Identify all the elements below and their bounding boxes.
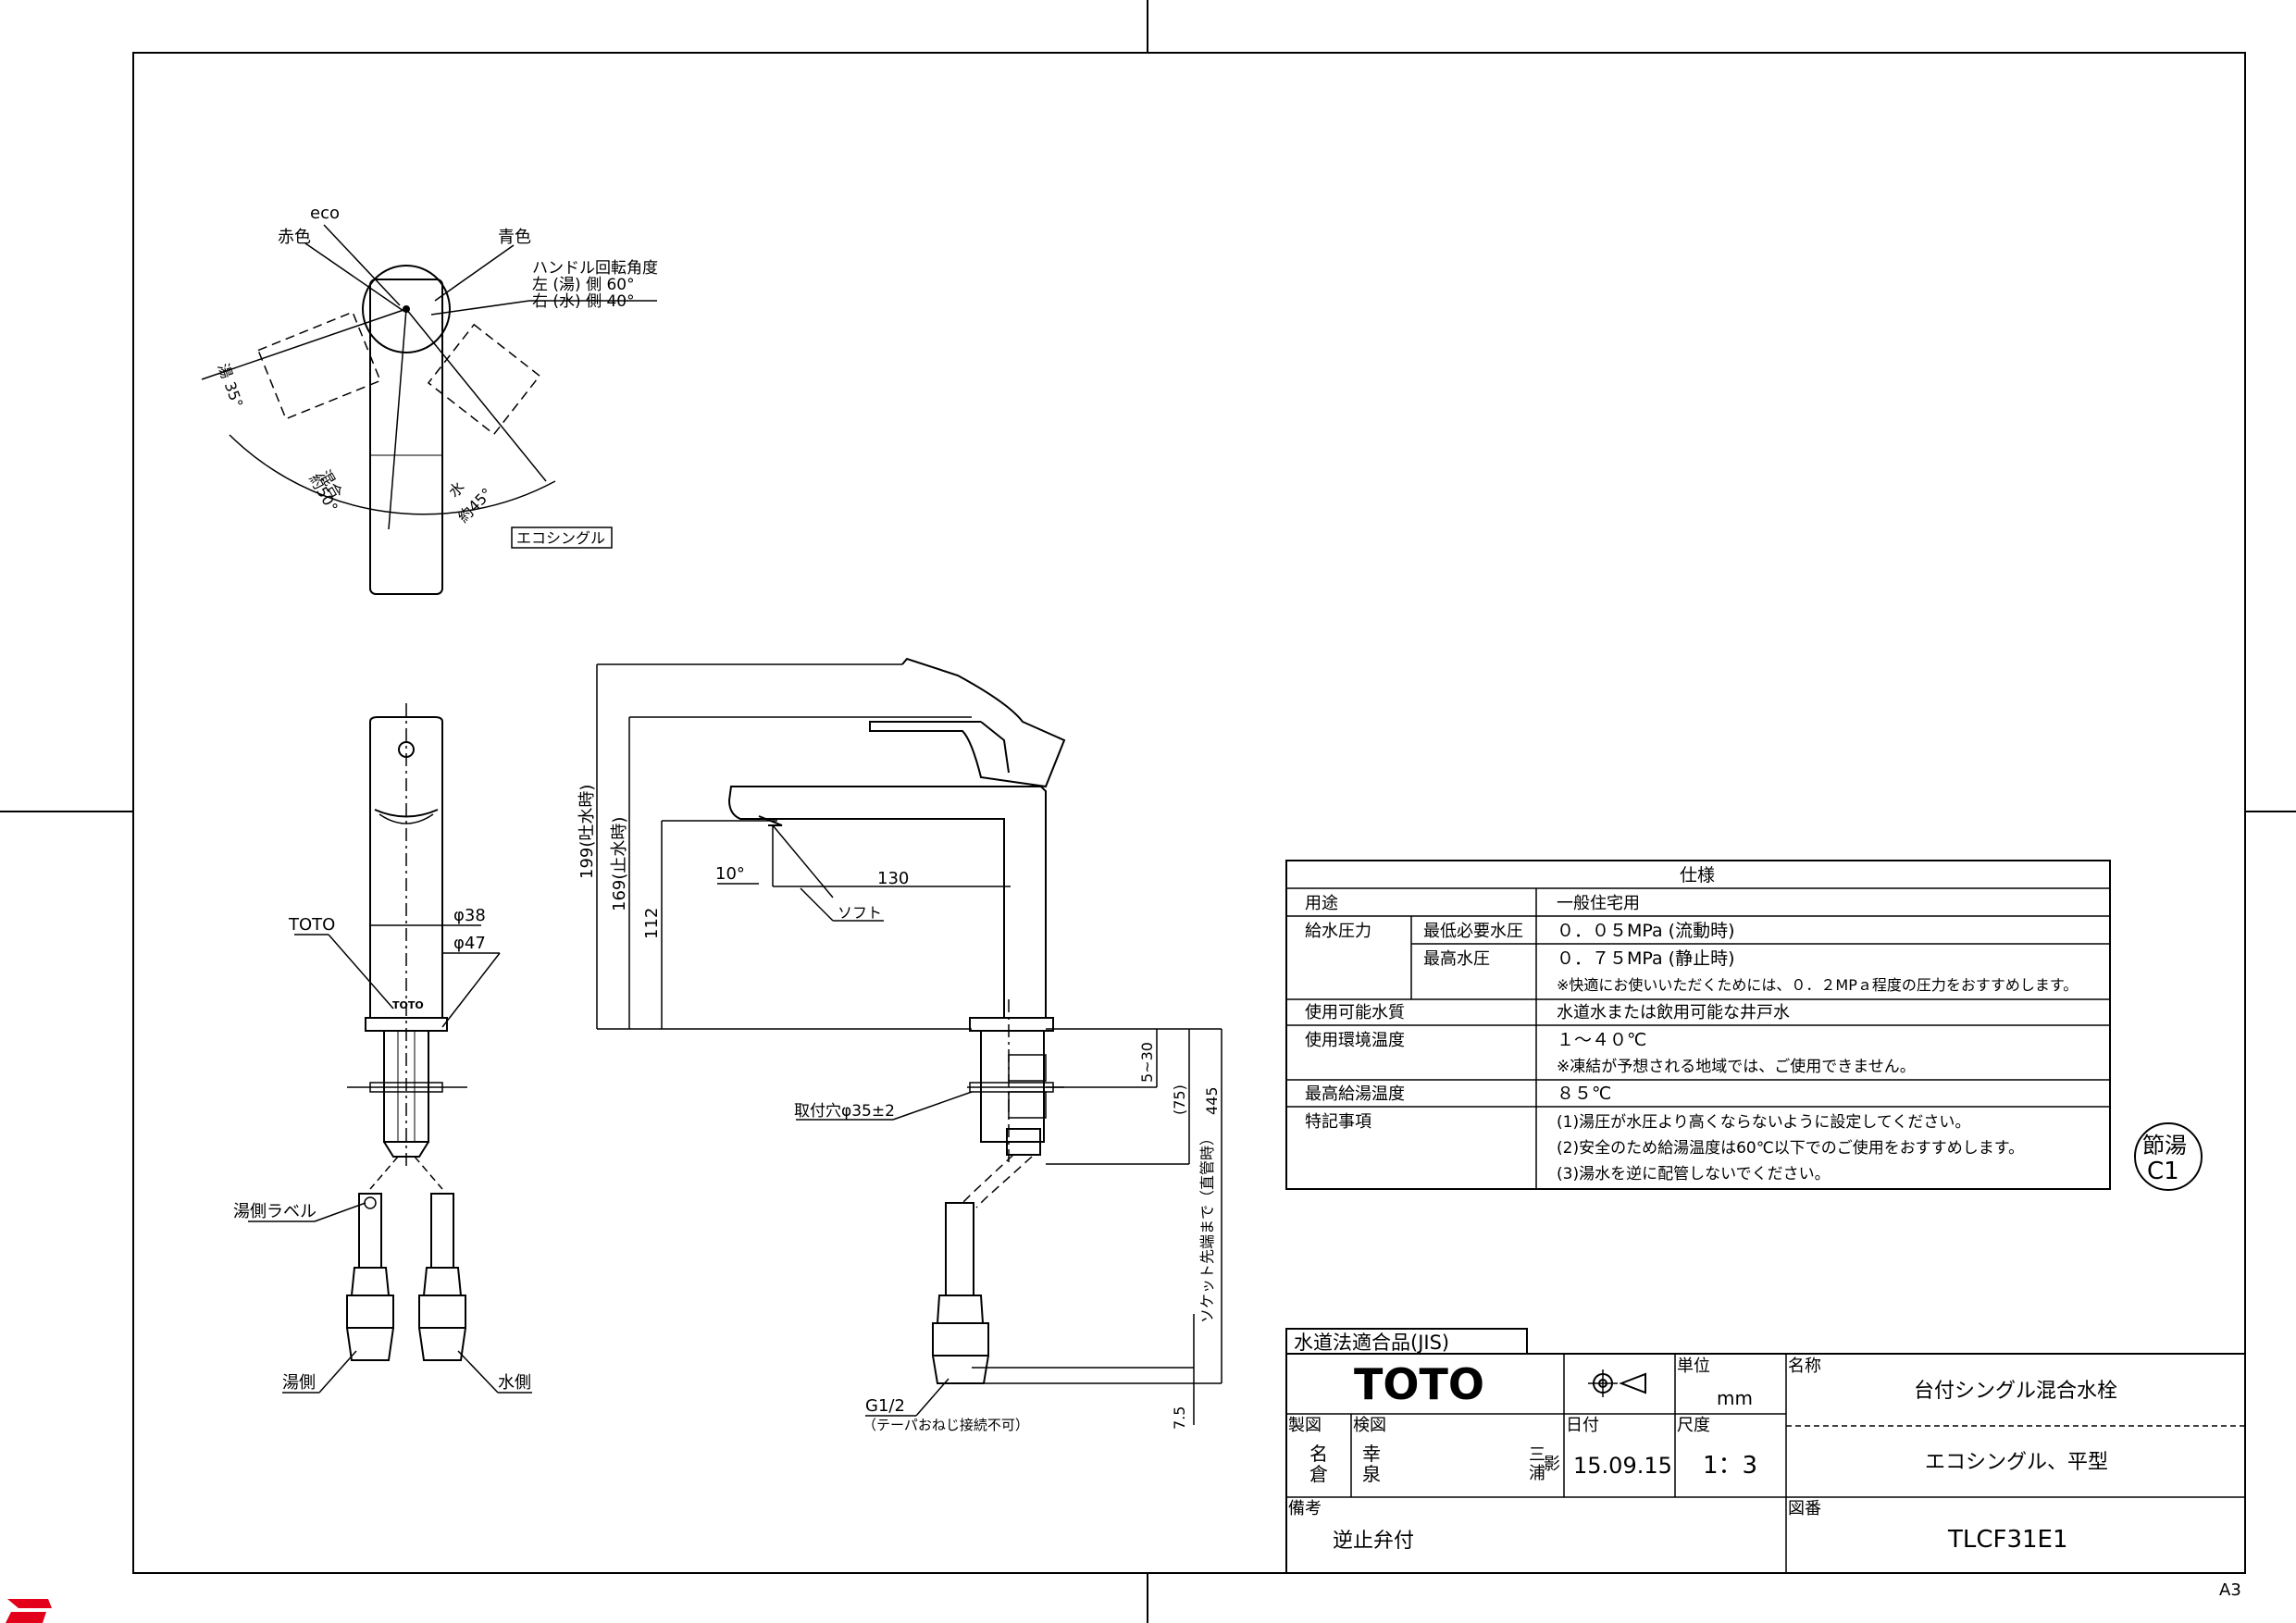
- spec-row-1-value: ０．０５MPa (流動時): [1557, 921, 1735, 941]
- phi47-label: φ47: [453, 934, 486, 953]
- eco-single-label: エコシングル: [516, 529, 605, 547]
- rotation-right: 右 (水) 側 40°: [532, 292, 635, 311]
- name-label: 名称: [1788, 1357, 1821, 1376]
- projection-symbol-icon: [1588, 1369, 1646, 1397]
- jis-label: 水道法適合品(JIS): [1294, 1332, 1449, 1354]
- spec-row-2-note: ※快適にお使いいただくためには、０．２MPａ程度の圧力をおすすめします。: [1557, 976, 2078, 994]
- spec-row-5-value: ８５℃: [1557, 1084, 1611, 1104]
- check-label: 検図: [1353, 1416, 1386, 1435]
- drawing-frame: [132, 52, 2246, 1574]
- dim-445: 445: [1203, 1086, 1221, 1115]
- soft-label: ソフト: [838, 904, 882, 922]
- spec-row-5-label: 最高給湯温度: [1305, 1084, 1405, 1104]
- angle-10: 10°: [715, 864, 745, 884]
- phi38-label: φ38: [453, 906, 486, 925]
- taper-label: （テーパおねじ接続不可）: [863, 1417, 1029, 1433]
- dim-130: 130: [877, 869, 909, 888]
- spec-row-0-label: 用途: [1305, 894, 1338, 913]
- title-block: 水道法適合品(JIS) TOTO 単位 mm 名称 台付シングル混合水栓 エコシ…: [1285, 1328, 2246, 1574]
- made-label: 製図: [1288, 1416, 1322, 1435]
- spec-row-3-label: 使用可能水質: [1305, 1003, 1405, 1022]
- spec-row-6-label: 特記事項: [1305, 1112, 1371, 1132]
- front-view: TOTO TOTO φ38 φ47 湯側ラベル: [233, 703, 532, 1394]
- side-view-body: [727, 786, 1047, 1019]
- approve-3: 影: [1544, 1455, 1560, 1474]
- dim-112: 112: [642, 908, 662, 939]
- dim-7-5: 7.5: [1171, 1406, 1188, 1430]
- spec-row-2-value: ０．７５MPa (静止時): [1557, 948, 1735, 969]
- front-view-body: [369, 716, 443, 1019]
- made-value-2: 倉: [1309, 1463, 1328, 1485]
- subname-value: エコシングル、平型: [1925, 1451, 2108, 1474]
- dim-75: (75): [1171, 1084, 1188, 1115]
- unit-value: mm: [1717, 1387, 1753, 1409]
- corner-logo-icon: [6, 1599, 52, 1623]
- socket-label: ソケット先端まで（直管時）: [1198, 1131, 1216, 1323]
- rotation-title: ハンドル回転角度: [532, 259, 658, 278]
- approve-2: 浦: [1529, 1464, 1545, 1483]
- front-logo: TOTO: [392, 999, 424, 1011]
- badge-line2: C1: [2147, 1158, 2179, 1185]
- red-label: 赤色: [278, 228, 311, 247]
- spec-row-4-note: ※凍結が予想される地域では、ご使用できません。: [1557, 1057, 1916, 1076]
- hot-side-label-tag: 湯側ラベル: [233, 1202, 316, 1221]
- dim-199: 199(吐水時): [577, 785, 597, 879]
- approve-1: 三: [1529, 1445, 1545, 1465]
- dim-169: 169(止水時): [610, 817, 629, 911]
- check-value-1: 幸: [1362, 1443, 1381, 1465]
- side-view: 199(吐水時) 169(止水時) 112 10° 130 ソフト 取付穴φ35…: [577, 657, 1222, 1433]
- spec-row-0-value: 一般住宅用: [1557, 894, 1640, 913]
- blue-label: 青色: [498, 228, 531, 247]
- hot-angle: 湯 35°: [215, 361, 247, 410]
- water-side-label: 水側: [498, 1373, 531, 1393]
- drawing-no-label: 図番: [1788, 1499, 1821, 1518]
- name-value: 台付シングル混合水栓: [1914, 1380, 2117, 1403]
- drawing-no-value: TLCF31E1: [1947, 1526, 2068, 1554]
- setsuyu-badge: 節湯 C1: [2134, 1122, 2203, 1191]
- spec-row-4-value: １～４０℃: [1557, 1030, 1646, 1050]
- scale-value: 1：3: [1703, 1452, 1757, 1480]
- scale-label: 尺度: [1677, 1416, 1710, 1435]
- made-value-1: 名: [1309, 1443, 1328, 1465]
- check-value-2: 泉: [1362, 1463, 1381, 1485]
- dim-5-30: 5~30: [1138, 1042, 1156, 1083]
- spec-row-1-label: 給水圧力: [1305, 922, 1371, 941]
- rotation-left: 左 (湯) 側 60°: [532, 276, 635, 294]
- hot-side-label: 湯側: [282, 1373, 316, 1393]
- date-label: 日付: [1566, 1416, 1599, 1435]
- date-value: 15.09.15: [1573, 1453, 1672, 1479]
- remarks-value: 逆止弁付: [1333, 1530, 1414, 1553]
- mount-hole: 取付穴φ35±2: [794, 1102, 895, 1121]
- spec-row-6-value: (1)湯圧が水圧より高くならないように設定してください。: [1557, 1113, 1970, 1132]
- eco-label: eco: [310, 204, 340, 223]
- paper-size: A3: [2219, 1580, 2241, 1600]
- remarks-label: 備考: [1288, 1499, 1322, 1518]
- toto-logo: TOTO: [1354, 1359, 1484, 1409]
- spec-row-3-value: 水道水または飲用可能な井戸水: [1557, 1003, 1790, 1022]
- badge-line1: 節湯: [2142, 1133, 2187, 1158]
- unit-label: 単位: [1677, 1357, 1710, 1376]
- spec-row-6-note: (2)安全のため給湯温度は60℃以下でのご使用をおすすめします。: [1557, 1138, 2024, 1158]
- spec-row-2-sub: 最高水圧: [1423, 949, 1490, 969]
- spec-row-6-note2: (3)湯水を逆に配管しないでください。: [1557, 1165, 1831, 1183]
- water-label: 水: [445, 478, 468, 502]
- top-view: eco 赤色 青色 ハンドル回転角度 左 (湯) 側 60° 右 (水) 側 4…: [201, 204, 658, 595]
- spec-table: 仕様 用途 一般住宅用 給水圧力 最低必要水圧 ０．０５MPa (流動時) 最高…: [1285, 860, 2111, 1190]
- spec-row-1-sub: 最低必要水圧: [1423, 922, 1523, 941]
- spec-title: 仕様: [1680, 865, 1715, 886]
- top-view-spout: [369, 279, 443, 595]
- spec-row-4-label: 使用環境温度: [1305, 1031, 1405, 1050]
- top-view-handle: [362, 265, 451, 353]
- g12-label: G1/2: [865, 1396, 905, 1416]
- toto-label: TOTO: [288, 915, 335, 935]
